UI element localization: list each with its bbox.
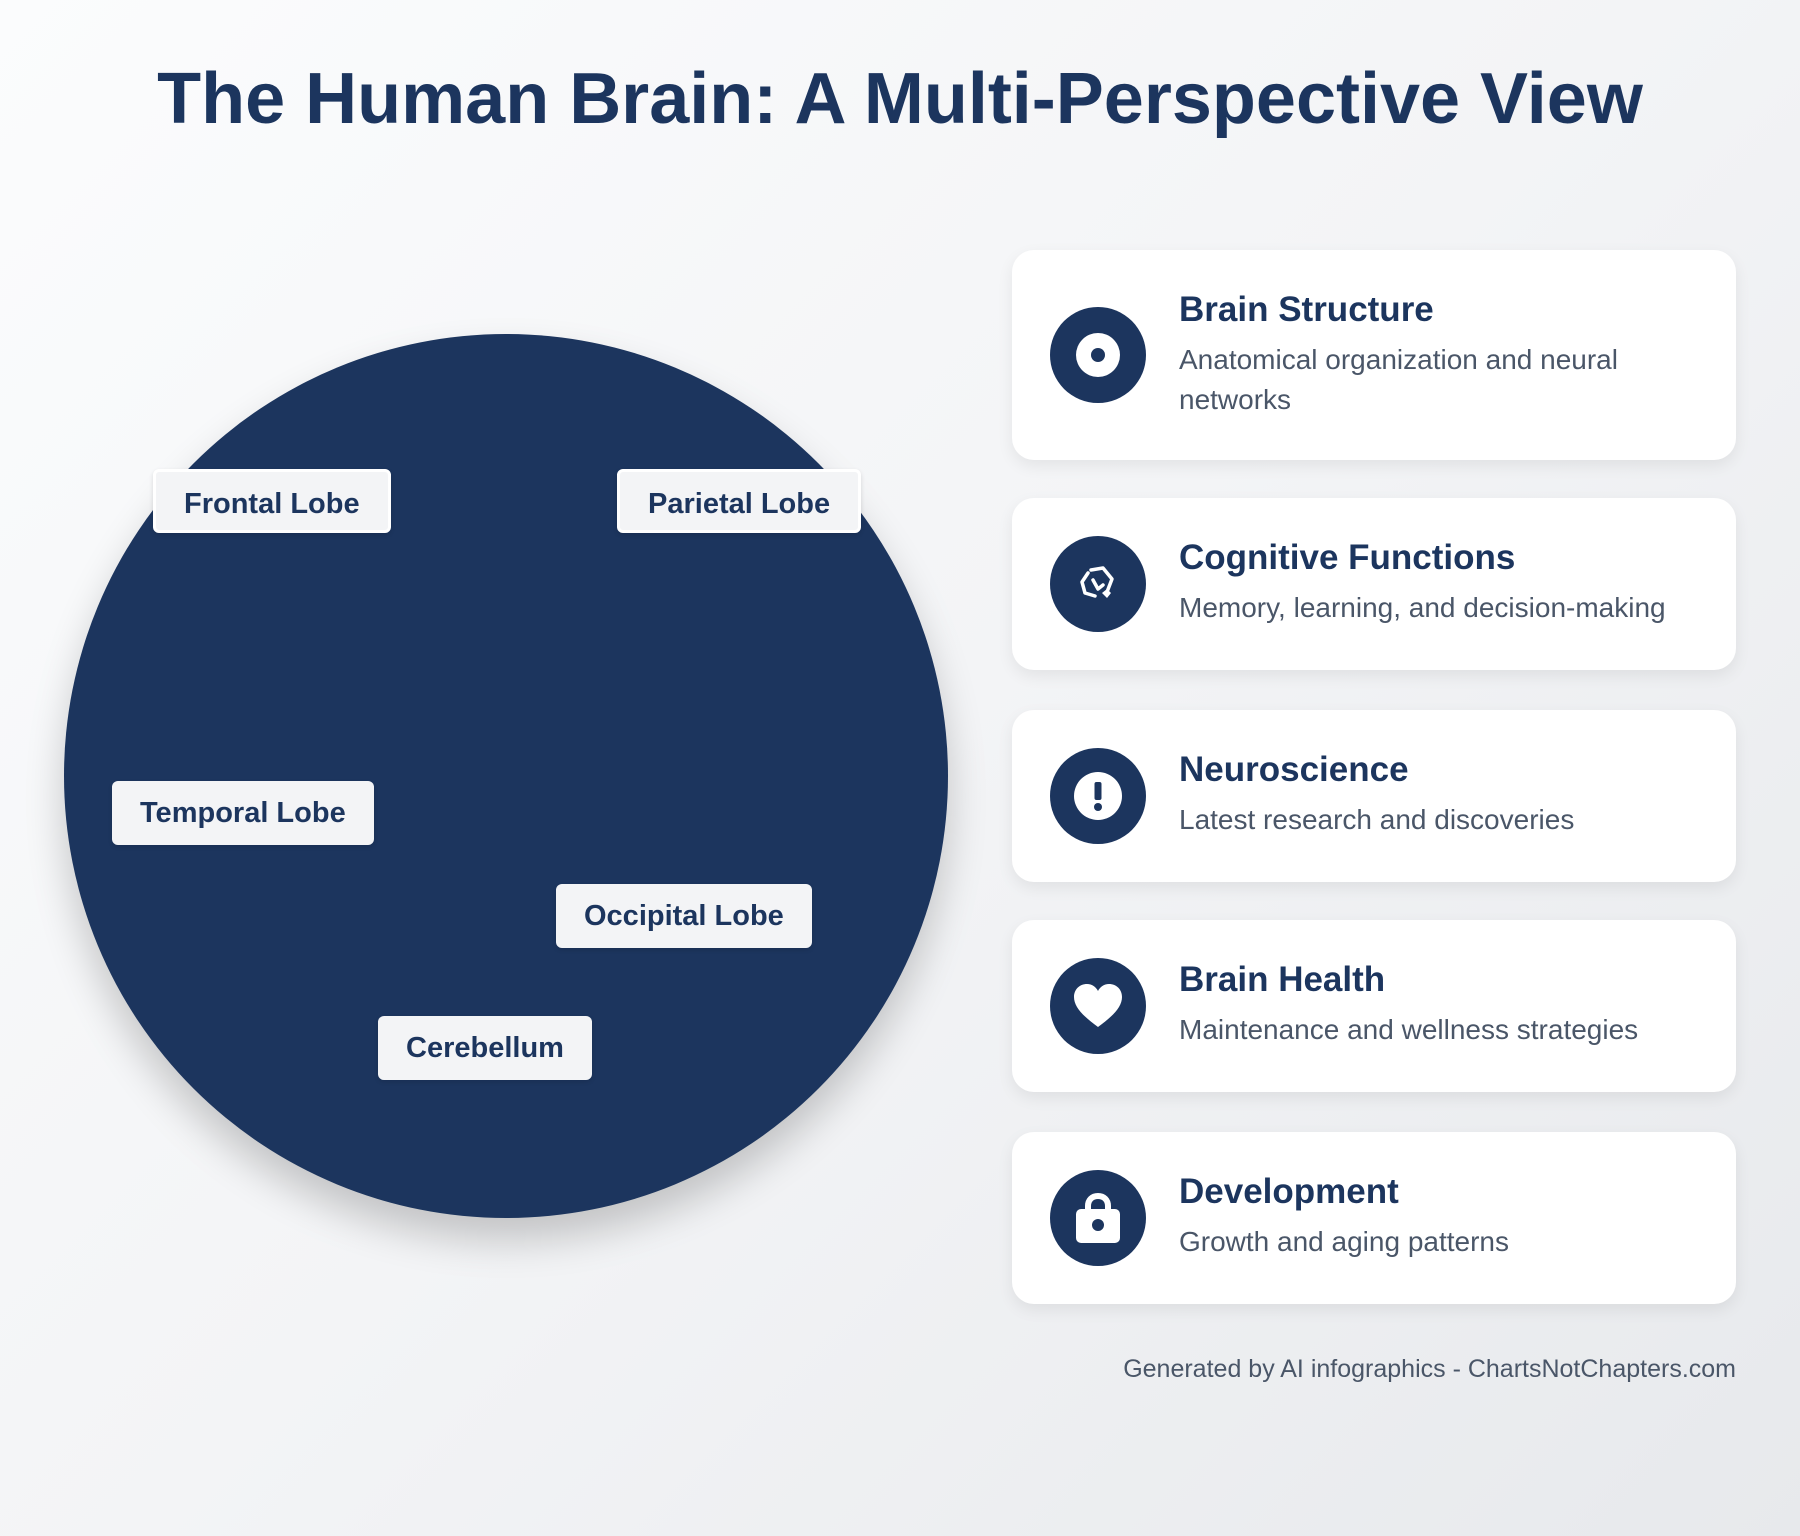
card-title: Development: [1179, 1172, 1399, 1211]
brain-link-icon: [1050, 536, 1146, 632]
card-neuroscience: Neuroscience Latest research and discove…: [1012, 710, 1736, 882]
exclamation-icon: [1050, 748, 1146, 844]
lock-icon: [1050, 1170, 1146, 1266]
card-cognitive-functions: Cognitive Functions Memory, learning, an…: [1012, 498, 1736, 670]
card-description: Memory, learning, and decision-making: [1179, 592, 1666, 623]
card-development: Development Growth and aging patterns: [1012, 1132, 1736, 1304]
card-description: Anatomical organization and neural netwo…: [1179, 344, 1618, 415]
temporal-lobe-label: Temporal Lobe: [112, 781, 374, 845]
card-description: Growth and aging patterns: [1179, 1226, 1509, 1257]
heart-icon: [1050, 958, 1146, 1054]
page-title: The Human Brain: A Multi-Perspective Vie…: [157, 59, 1643, 139]
card-title: Cognitive Functions: [1179, 538, 1516, 577]
card-title: Neuroscience: [1179, 750, 1409, 789]
card-title: Brain Structure: [1179, 290, 1434, 329]
card-description: Maintenance and wellness strategies: [1179, 1014, 1639, 1045]
brain-diagram-circle: [64, 334, 948, 1218]
occipital-lobe-label: Occipital Lobe: [556, 884, 812, 948]
card-title: Brain Health: [1179, 960, 1386, 999]
cerebellum-label: Cerebellum: [378, 1016, 592, 1080]
parietal-lobe-label: Parietal Lobe: [617, 469, 862, 533]
card-brain-health: Brain Health Maintenance and wellness st…: [1012, 920, 1736, 1092]
footer-credit: Generated by AI infographics - ChartsNot…: [1123, 1355, 1736, 1383]
frontal-lobe-label: Frontal Lobe: [153, 469, 391, 533]
card-description: Latest research and discoveries: [1179, 804, 1575, 835]
eye-icon: [1050, 307, 1146, 403]
card-brain-structure: Brain Structure Anatomical organization …: [1012, 250, 1736, 460]
